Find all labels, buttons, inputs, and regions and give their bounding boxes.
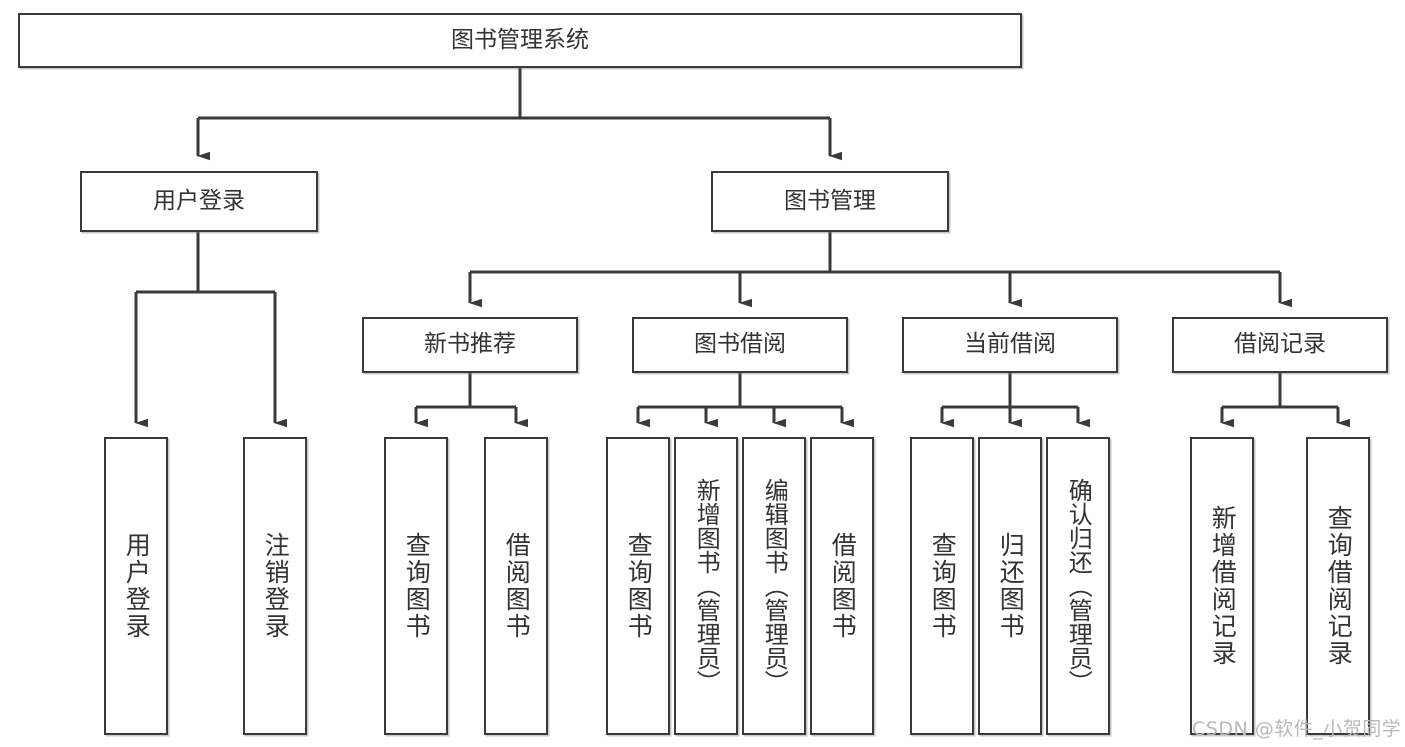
node-label: 用户登录: [122, 532, 152, 640]
node-leaf-borrow-book-2[interactable]: 借阅图书: [810, 437, 874, 735]
node-label: 注销登录: [261, 532, 291, 640]
node-leaf-logout-login[interactable]: 注销登录: [243, 437, 307, 735]
node-leaf-query-book-3[interactable]: 查询图书: [910, 437, 974, 735]
node-leaf-add-borrow-record[interactable]: 新增借阅记录: [1190, 437, 1254, 735]
node-label: 图书管理: [784, 187, 876, 214]
node-label: 确认归还（管理员）: [1064, 478, 1093, 694]
node-label: 新增借阅记录: [1208, 505, 1238, 667]
node-label: 查询图书: [402, 532, 432, 640]
node-leaf-return-book[interactable]: 归还图书: [978, 437, 1042, 735]
node-user-login[interactable]: 用户登录: [80, 171, 318, 232]
node-label: 借阅图书: [828, 532, 858, 640]
node-label: 图书管理系统: [451, 26, 589, 53]
node-label: 用户登录: [153, 187, 245, 214]
node-book-manage[interactable]: 图书管理: [711, 171, 949, 232]
node-leaf-confirm-return-admin[interactable]: 确认归还（管理员）: [1046, 437, 1110, 735]
node-label: 图书借阅: [694, 331, 786, 358]
node-label: 归还图书: [996, 532, 1026, 640]
node-leaf-add-book-admin[interactable]: 新增图书（管理员）: [674, 437, 738, 735]
node-label: 编辑图书（管理员）: [760, 478, 789, 694]
node-label: 借阅记录: [1234, 331, 1326, 358]
node-label: 借阅图书: [502, 532, 532, 640]
node-borrow-record[interactable]: 借阅记录: [1172, 317, 1388, 373]
node-leaf-query-book-2[interactable]: 查询图书: [606, 437, 670, 735]
node-label: 新书推荐: [424, 331, 516, 358]
node-label: 查询图书: [928, 532, 958, 640]
node-leaf-query-book-1[interactable]: 查询图书: [384, 437, 448, 735]
node-leaf-borrow-book-1[interactable]: 借阅图书: [484, 437, 548, 735]
node-root-book-management-system[interactable]: 图书管理系统: [18, 13, 1022, 68]
node-label: 当前借阅: [964, 331, 1056, 358]
node-current-borrow[interactable]: 当前借阅: [902, 317, 1118, 373]
node-new-book-recommend[interactable]: 新书推荐: [362, 317, 578, 373]
node-label: 新增图书（管理员）: [692, 478, 721, 694]
node-leaf-edit-book-admin[interactable]: 编辑图书（管理员）: [742, 437, 806, 735]
node-label: 查询借阅记录: [1324, 505, 1354, 667]
node-leaf-user-login[interactable]: 用户登录: [104, 437, 168, 735]
node-label: 查询图书: [624, 532, 654, 640]
node-book-borrow[interactable]: 图书借阅: [632, 317, 848, 373]
csdn-watermark: CSDN @软件_小贺同学: [1192, 718, 1402, 740]
node-leaf-query-borrow-record[interactable]: 查询借阅记录: [1306, 437, 1370, 735]
